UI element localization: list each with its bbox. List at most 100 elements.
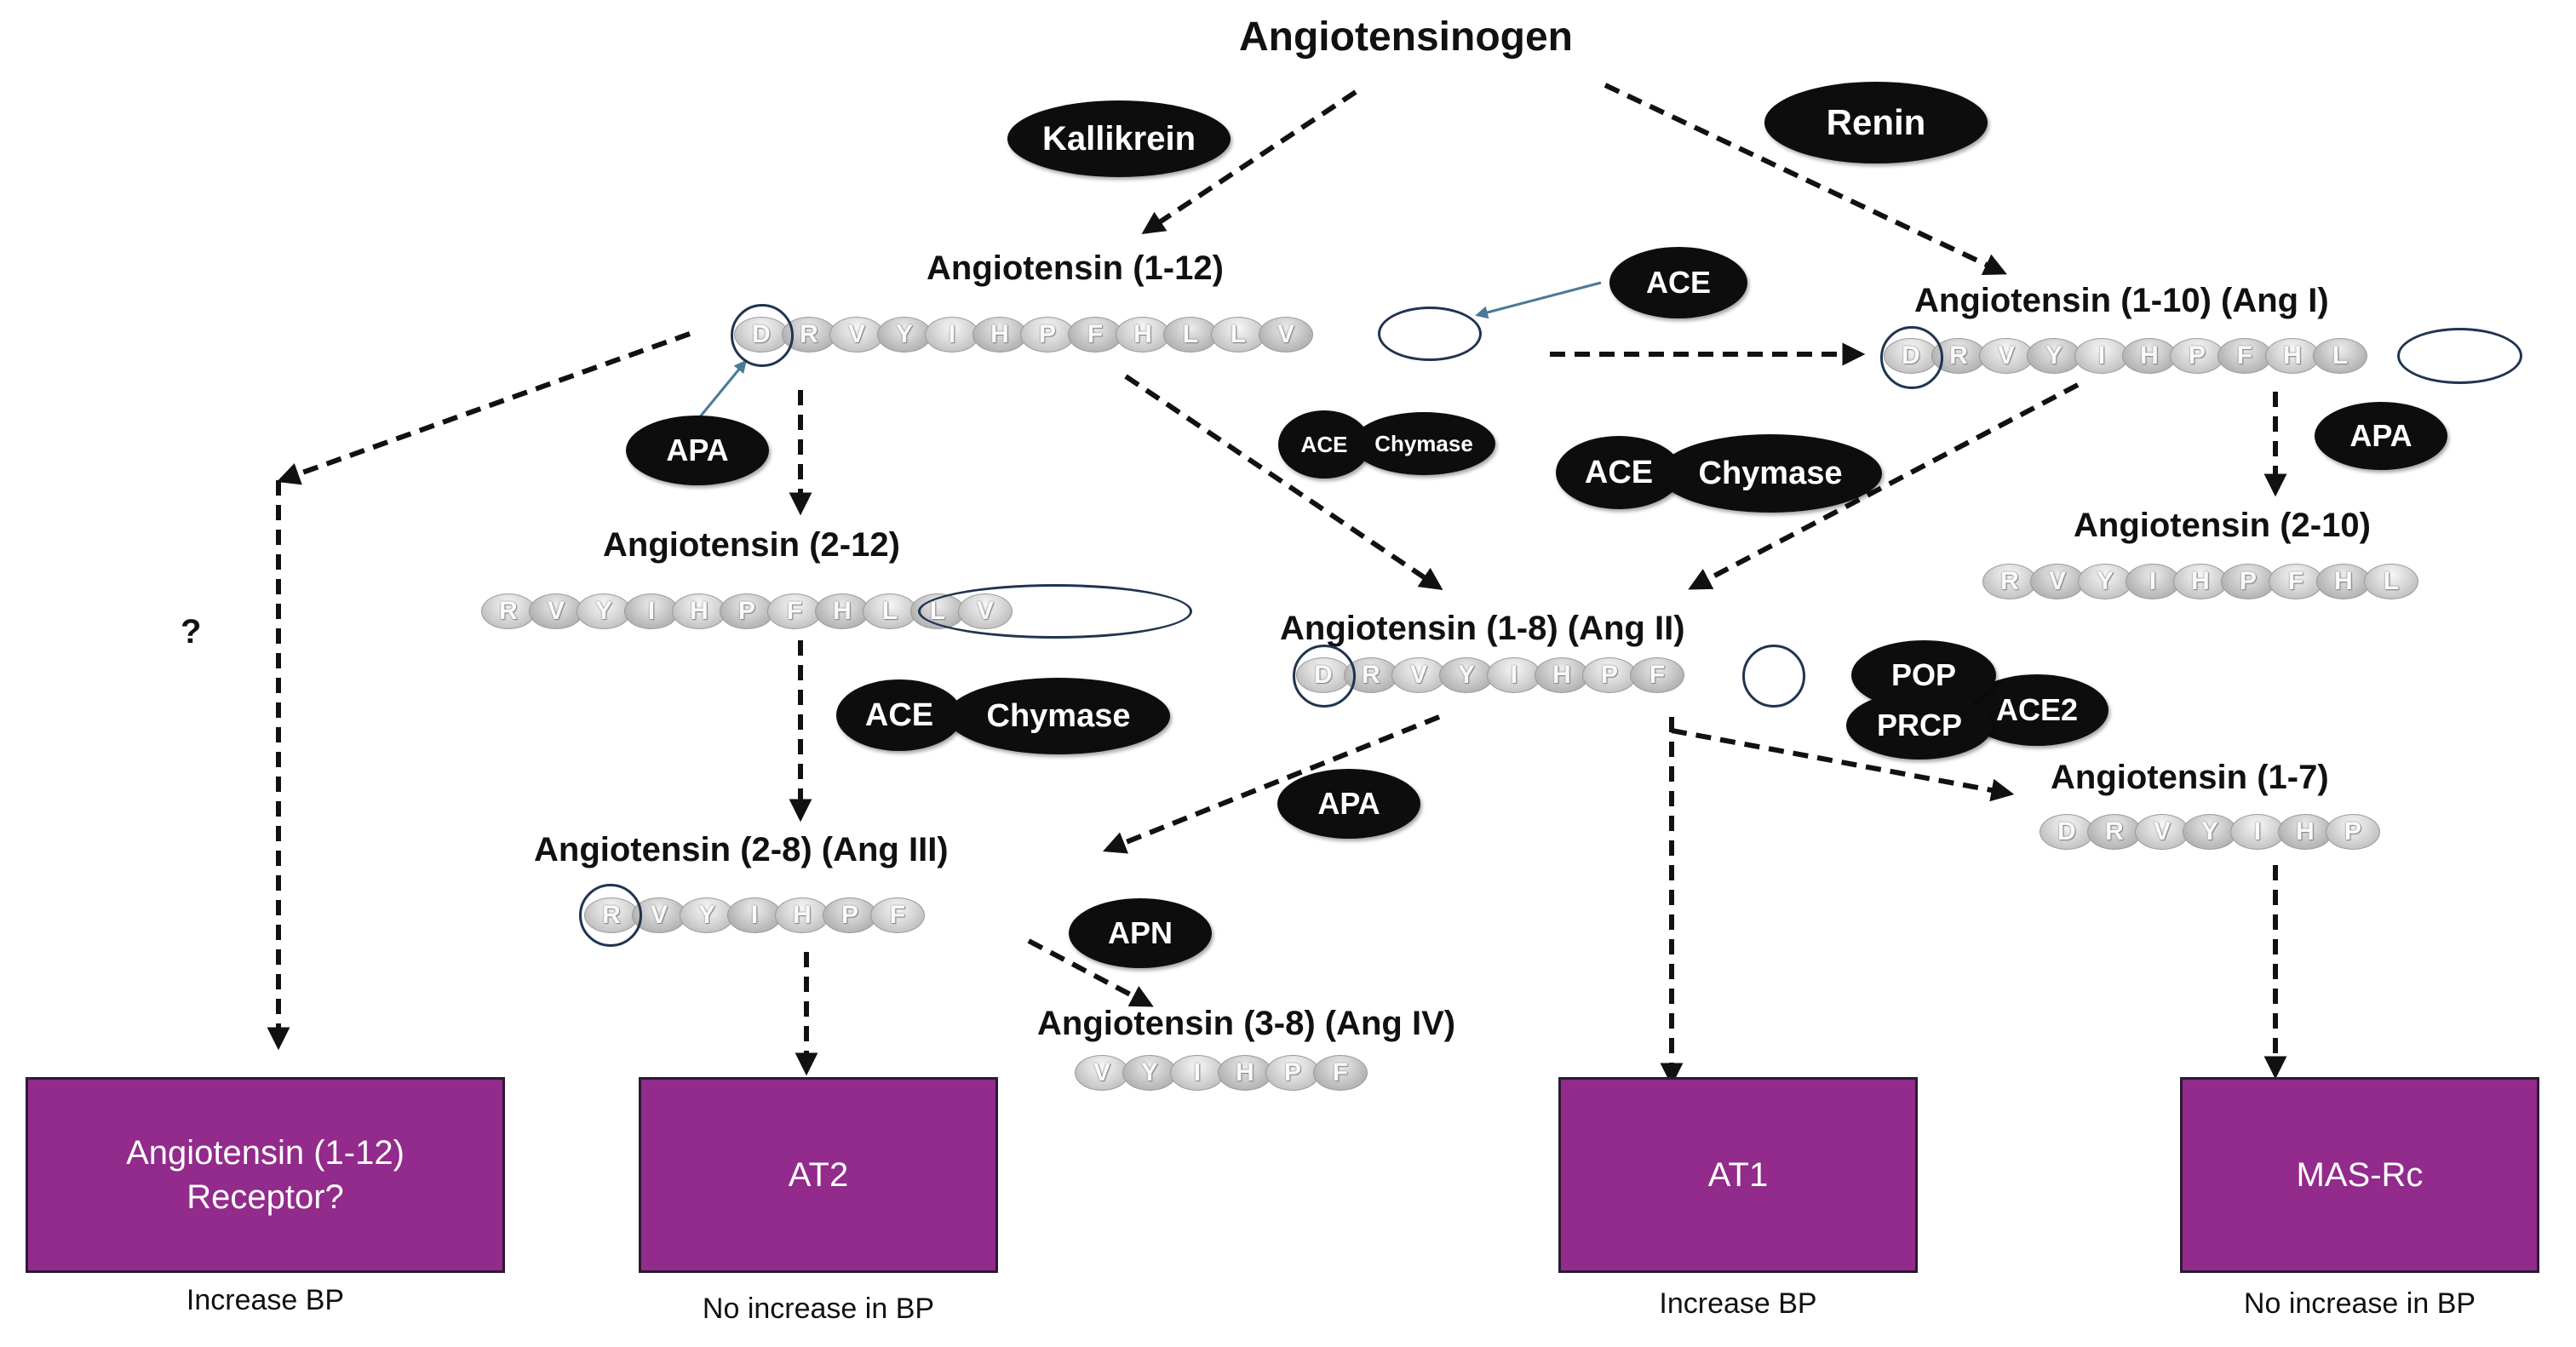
chymase-enzyme-mid: Chymase [947, 678, 1170, 754]
residue-h: H [2173, 564, 2228, 599]
residue-y: Y [877, 317, 932, 353]
ang-2-12-hllv-ring [918, 584, 1192, 639]
residue-f: F [1068, 317, 1122, 353]
residue-i: I [2074, 338, 2129, 374]
mas-effect: No increase in BP [2243, 1287, 2476, 1320]
at2-receptor-box: AT2 [639, 1077, 998, 1273]
ang-1-8-f-ring [1742, 645, 1805, 708]
residue-h: H [1218, 1055, 1272, 1091]
residue-i: I [2126, 564, 2180, 599]
residue-h: H [672, 593, 726, 629]
arrow-angiotensinogen-to-ang-1-12 [1141, 89, 1357, 234]
arrow-ang-1-8-to-ang-2-8 [1102, 714, 1441, 854]
residue-l: L [2364, 564, 2418, 599]
residue-p: P [823, 897, 877, 933]
ang-3-8-label: Angiotensin (3-8) (Ang IV) [1037, 1005, 1456, 1042]
residue-l: L [1163, 317, 1218, 353]
arrow-ang-1-12-to-ang-1-8 [1124, 374, 1443, 591]
residue-p: P [720, 593, 774, 629]
ang-1-12-label: Angiotensin (1-12) [927, 249, 1224, 287]
residue-h: H [972, 317, 1027, 353]
residue-v: V [2030, 564, 2085, 599]
angiotensinogen-label: Angiotensinogen [1239, 14, 1573, 60]
residue-v: V [529, 593, 583, 629]
ang-1-10-label: Angiotensin (1-10) (Ang I) [1914, 282, 2329, 319]
residue-l: L [863, 593, 917, 629]
arrow-ace-to-cleavage [1475, 281, 1602, 319]
kallikrein-enzyme: Kallikrein [1007, 100, 1231, 177]
residue-h: H [1535, 657, 1589, 693]
arrow-apa-to-cleavage [697, 359, 747, 420]
residue-y: Y [2078, 564, 2132, 599]
residue-f: F [2269, 564, 2323, 599]
ang-2-12-label: Angiotensin (2-12) [603, 526, 900, 564]
residue-y: Y [680, 897, 734, 933]
ang-1-8-d-ring [1293, 645, 1356, 708]
apn-enzyme: APN [1069, 898, 1212, 968]
residue-h: H [775, 897, 829, 933]
residue-p: P [1265, 1055, 1320, 1091]
residue-v: V [1075, 1055, 1129, 1091]
ang-1-10-hl-ring [2397, 328, 2522, 384]
residue-f: F [2217, 338, 2272, 374]
ang-1-12-receptor-box: Angiotensin (1-12) Receptor? [26, 1077, 505, 1273]
residue-l: L [2313, 338, 2367, 374]
residue-p: P [2170, 338, 2224, 374]
residue-v: V [1979, 338, 2034, 374]
ang-1-12-receptor-effect: Increase BP [186, 1284, 345, 1316]
residue-i: I [1487, 657, 1541, 693]
residue-i: I [727, 897, 782, 933]
mas-receptor-box: MAS-Rc [2180, 1077, 2539, 1273]
residue-i: I [624, 593, 679, 629]
residue-h: H [2122, 338, 2177, 374]
residue-y: Y [577, 593, 631, 629]
ang-2-8-label: Angiotensin (2-8) (Ang III) [534, 831, 949, 868]
apa-enzyme-ang-1-12: APA [626, 416, 769, 485]
residue-f: F [1313, 1055, 1368, 1091]
ang-1-12-d-ring [731, 304, 794, 367]
residue-v: V [1259, 317, 1313, 353]
ace-enzyme-mid: ACE [836, 679, 962, 751]
renin-enzyme: Renin [1764, 82, 1988, 163]
at2-effect: No increase in BP [702, 1293, 935, 1325]
residue-f: F [767, 593, 822, 629]
residue-h: H [2265, 338, 2320, 374]
residue-p: P [2221, 564, 2275, 599]
residue-r: R [1982, 564, 2037, 599]
chymase-enzyme-small: Chymase [1352, 412, 1495, 475]
unknown-pathway-mark: ? [181, 613, 202, 651]
residue-y: Y [2183, 814, 2237, 850]
arrow-ang-2-8-to-ang-3-8 [1027, 938, 1154, 1007]
at1-effect: Increase BP [1659, 1287, 1817, 1320]
chymase-enzyme-right: Chymase [1659, 434, 1882, 513]
residue-v: V [2135, 814, 2189, 850]
residue-v: V [829, 317, 884, 353]
at1-receptor-box: AT1 [1558, 1077, 1918, 1273]
apa-enzyme-ang-1-10: APA [2315, 402, 2447, 470]
residue-p: P [1020, 317, 1075, 353]
ang-1-8-label: Angiotensin (1-8) (Ang II) [1280, 610, 1685, 647]
residue-y: Y [1439, 657, 1494, 693]
ang-2-8-r-ring [579, 884, 642, 947]
residue-v: V [1391, 657, 1446, 693]
ang-1-12-lv-ring [1378, 307, 1482, 361]
ace-enzyme-top: ACE [1609, 247, 1747, 318]
apa-enzyme-ang-1-8: APA [1277, 769, 1420, 839]
residue-i: I [925, 317, 979, 353]
residue-y: Y [2027, 338, 2081, 374]
residue-i: I [2230, 814, 2285, 850]
residue-h: H [1116, 317, 1170, 353]
residue-i: I [1170, 1055, 1225, 1091]
residue-f: F [870, 897, 925, 933]
residue-r: R [481, 593, 536, 629]
prcp-enzyme: PRCP [1846, 691, 1993, 759]
residue-h: H [2278, 814, 2332, 850]
residue-p: P [2326, 814, 2380, 850]
residue-r: R [2087, 814, 2142, 850]
